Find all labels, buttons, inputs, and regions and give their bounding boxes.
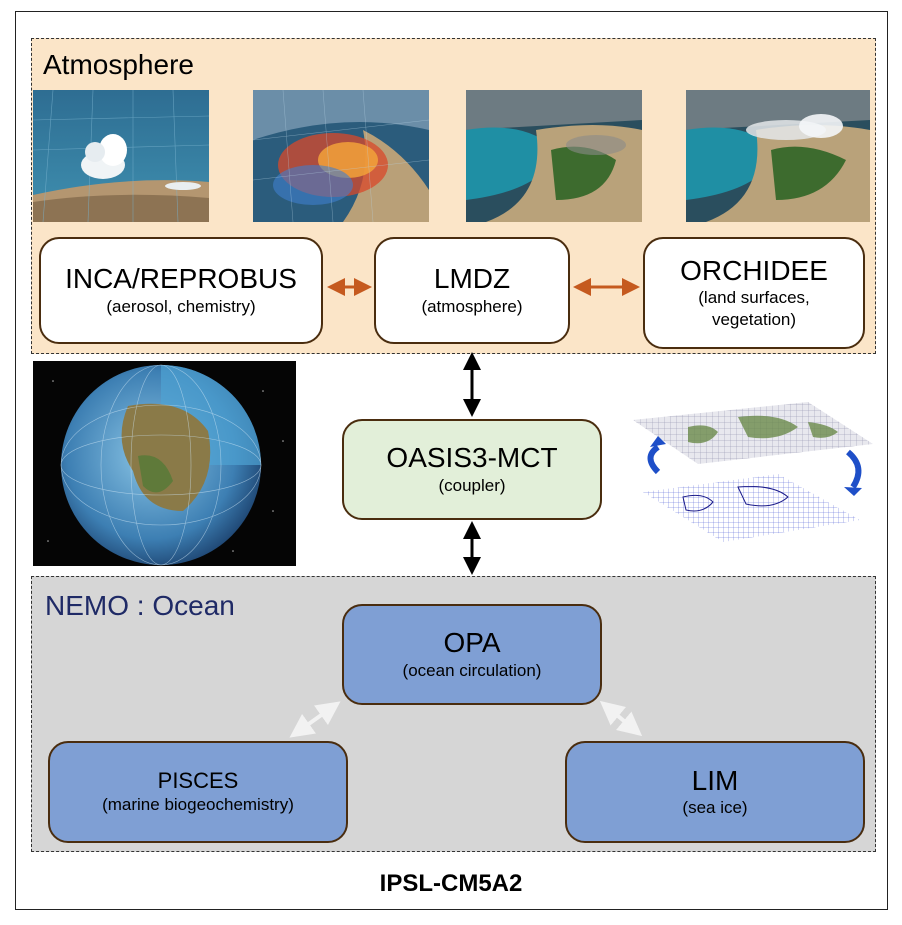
atmosphere-title: Atmosphere [43, 49, 194, 80]
land-image-2 [686, 90, 870, 222]
inca-reprobus-name: INCA/REPROBUS [65, 263, 297, 295]
oasis3-mct-box: OASIS3-MCT (coupler) [342, 419, 602, 520]
oasis3-mct-desc: (coupler) [438, 475, 506, 495]
opa-pisces-arrow [289, 701, 341, 738]
figure-frame [15, 11, 888, 910]
pisces-desc: (marine biogeochemistry) [102, 794, 294, 814]
pisces-box: PISCES (marine biogeochemistry) [48, 741, 348, 843]
aerosol-image [253, 90, 429, 222]
oasis3-mct-name: OASIS3-MCT [386, 442, 558, 474]
lim-name: LIM [691, 764, 739, 796]
orchidee-desc-line1: (land surfaces, [698, 288, 810, 307]
lmdz-box: LMDZ (atmosphere) [374, 237, 570, 344]
orchidee-desc-line2: vegetation) [711, 310, 797, 330]
pisces-name: PISCES [157, 768, 239, 794]
opa-lim-arrow [599, 700, 643, 737]
lmdz-name: LMDZ [433, 263, 511, 295]
clouds-image [33, 90, 209, 222]
regridding-image [628, 392, 878, 552]
globe-image [33, 361, 296, 566]
lim-box: LIM (sea ice) [565, 741, 865, 843]
inca-reprobus-desc: (aerosol, chemistry) [106, 296, 256, 316]
opa-desc: (ocean circulation) [402, 660, 542, 680]
orchidee-box: ORCHIDEE (land surfaces, vegetation) [643, 237, 865, 349]
lim-desc: (sea ice) [682, 798, 748, 818]
opa-name: OPA [443, 627, 501, 659]
opa-box: OPA (ocean circulation) [342, 604, 602, 705]
orchidee-name: ORCHIDEE [680, 254, 828, 286]
inca-reprobus-box: INCA/REPROBUS (aerosol, chemistry) [39, 237, 323, 344]
model-name-label: IPSL-CM5A2 [379, 870, 523, 897]
land-image-1 [466, 90, 642, 222]
ocean-title: NEMO : Ocean [45, 590, 235, 621]
lmdz-desc: (atmosphere) [421, 296, 523, 316]
